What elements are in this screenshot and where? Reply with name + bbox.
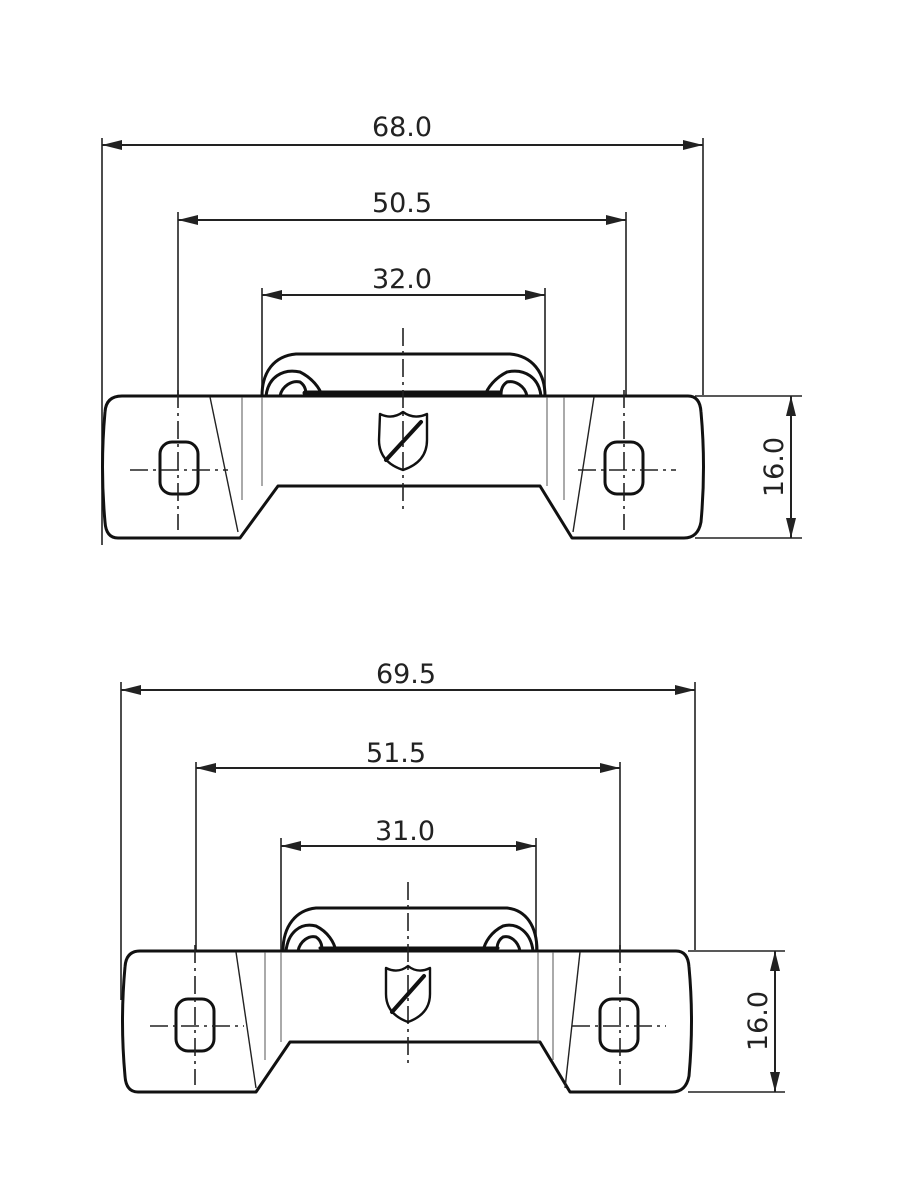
dimension-height: 16.0 bbox=[759, 396, 796, 538]
dimension-label: 16.0 bbox=[759, 437, 790, 497]
part-view-1: 68.0 50.5 32.0 16.0 bbox=[101, 112, 802, 545]
shield-icon bbox=[377, 410, 429, 472]
part-view-2: 69.5 51.5 31.0 16.0 bbox=[120, 659, 785, 1094]
dimension-label: 51.5 bbox=[366, 738, 426, 769]
dimension-label: 31.0 bbox=[375, 816, 435, 847]
dimension-handle-width: 31.0 bbox=[281, 816, 536, 851]
shield-icon bbox=[384, 964, 432, 1024]
mounting-hole-left bbox=[158, 440, 200, 496]
base-body-outline bbox=[121, 949, 693, 1094]
dimension-label: 32.0 bbox=[372, 264, 432, 295]
dimension-height: 16.0 bbox=[743, 951, 780, 1092]
dimension-overall-width: 68.0 bbox=[102, 112, 703, 150]
dimension-label: 16.0 bbox=[743, 991, 774, 1051]
handle bbox=[281, 906, 539, 953]
dimension-hole-spacing: 51.5 bbox=[196, 738, 620, 773]
dimension-label: 69.5 bbox=[376, 659, 436, 690]
dimension-label: 68.0 bbox=[372, 112, 432, 143]
dimension-label: 50.5 bbox=[372, 188, 432, 219]
mounting-hole-right bbox=[598, 997, 640, 1053]
dimension-overall-width: 69.5 bbox=[121, 659, 695, 695]
base-body-outline bbox=[101, 394, 705, 540]
dimension-hole-spacing: 50.5 bbox=[178, 188, 626, 225]
dimension-handle-width: 32.0 bbox=[262, 264, 545, 300]
